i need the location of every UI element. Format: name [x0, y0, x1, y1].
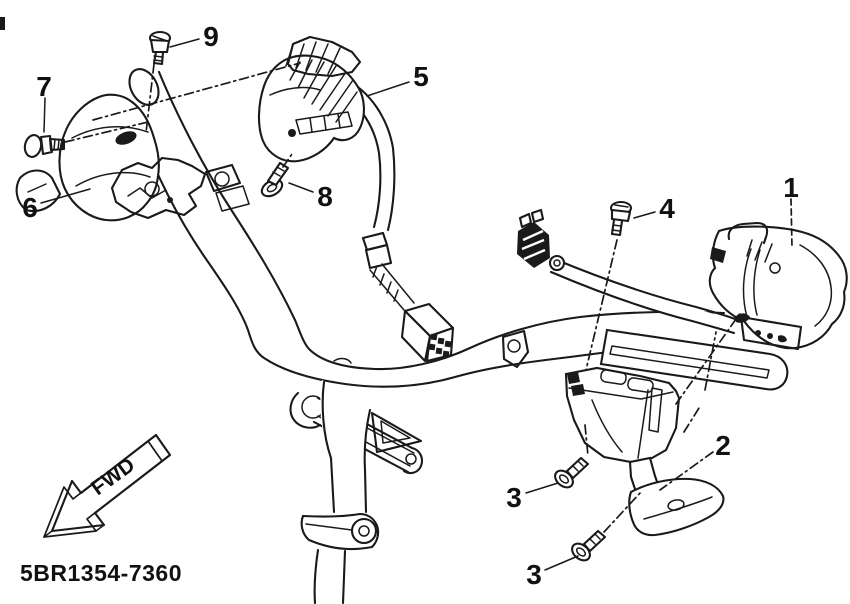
callout-5: 5 [413, 61, 429, 92]
fwd-direction-arrow: FWD [43, 433, 172, 538]
bar-tab-hole [204, 163, 242, 193]
black-connector [517, 208, 550, 268]
steering-stem [300, 380, 380, 604]
callout-7: 7 [36, 71, 52, 102]
lower-housing-assembly [564, 366, 725, 537]
callout-labels: 1 2 3 3 4 5 6 7 8 9 [22, 21, 799, 590]
callout-1: 1 [783, 172, 799, 203]
callout-2: 2 [715, 430, 731, 461]
screw-9 [148, 30, 172, 66]
leader-lines [40, 38, 793, 571]
callout-8: 8 [317, 181, 333, 212]
bar-gusset-tab [370, 411, 423, 454]
screw-3a [554, 456, 590, 489]
wire-connector [400, 302, 455, 363]
fwd-label: FWD [87, 453, 139, 500]
screw-3b [571, 529, 607, 562]
figure-code: 5BR1354-7360 [20, 560, 182, 586]
foot-bracket [628, 477, 725, 537]
screw-7 [23, 134, 66, 158]
scan-mark [0, 17, 5, 30]
screw-8 [260, 161, 290, 198]
screw-4 [609, 200, 633, 237]
upper-switch-assembly [257, 35, 455, 363]
right-grip-tube [501, 328, 789, 391]
callout-3b: 3 [526, 559, 542, 590]
callout-9: 9 [203, 21, 219, 52]
switch-opening [115, 131, 137, 145]
callout-6: 6 [22, 192, 38, 223]
callout-3a: 3 [506, 482, 522, 513]
right-switch-assembly [517, 208, 848, 351]
callout-4: 4 [659, 193, 675, 224]
